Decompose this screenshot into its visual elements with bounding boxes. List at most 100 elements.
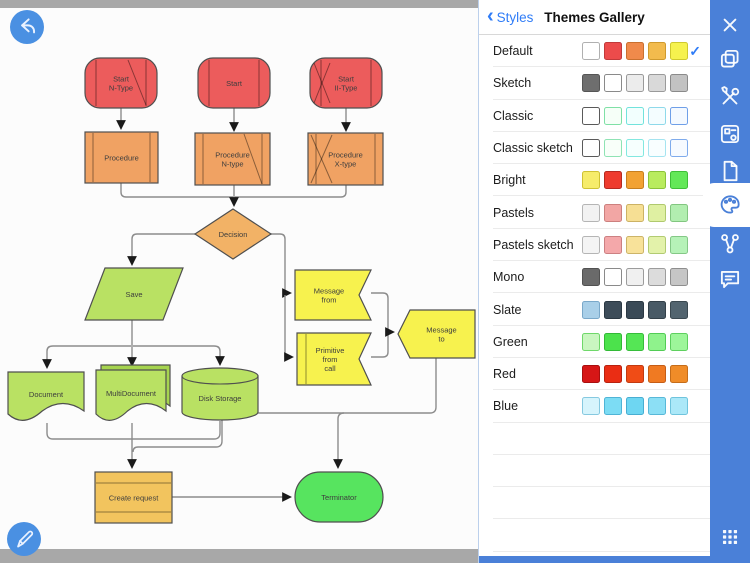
right-toolbar bbox=[703, 0, 750, 563]
theme-row-pastels[interactable]: Pastels bbox=[479, 196, 710, 230]
panel-title: Themes Gallery bbox=[544, 9, 645, 25]
draw-tool-button[interactable] bbox=[7, 522, 41, 556]
page-button[interactable] bbox=[717, 158, 743, 184]
node-decision[interactable]: Decision bbox=[193, 208, 273, 260]
color-swatch bbox=[670, 235, 688, 254]
theme-name: Pastels sketch bbox=[493, 237, 574, 252]
canvas-top-bar bbox=[0, 0, 478, 8]
duplicate-button[interactable] bbox=[717, 46, 743, 72]
theme-row-sketch[interactable]: Sketch bbox=[479, 67, 710, 100]
tools-button[interactable] bbox=[717, 84, 743, 110]
node-save[interactable]: Save bbox=[84, 267, 184, 321]
empty-row bbox=[479, 519, 710, 553]
color-swatch bbox=[626, 74, 644, 93]
theme-row-slate[interactable]: Slate bbox=[479, 293, 710, 326]
color-swatch bbox=[582, 171, 600, 190]
color-swatch bbox=[604, 365, 622, 384]
node-multidocument[interactable]: MultiDocument bbox=[95, 364, 171, 421]
connector bbox=[371, 292, 389, 330]
theme-row-blue[interactable]: Blue bbox=[479, 390, 710, 423]
grid-button[interactable] bbox=[717, 524, 743, 550]
theme-row-classic-sketch[interactable]: Classic sketch bbox=[479, 132, 710, 165]
node-procedure[interactable]: Procedure bbox=[84, 131, 159, 184]
color-swatch bbox=[582, 332, 600, 351]
duplicate-icon bbox=[720, 49, 739, 68]
node-disk-storage[interactable]: Disk Storage bbox=[181, 367, 259, 421]
theme-row-bright[interactable]: Bright bbox=[479, 164, 710, 197]
color-swatch bbox=[582, 42, 600, 61]
theme-row-red[interactable]: Red bbox=[479, 358, 710, 391]
svg-text:Save: Save bbox=[125, 290, 142, 299]
color-swatch bbox=[626, 139, 644, 158]
undo-button[interactable] bbox=[10, 10, 44, 44]
color-swatch bbox=[604, 332, 622, 351]
color-swatch bbox=[604, 235, 622, 254]
color-swatch bbox=[648, 171, 666, 190]
canvas-bottom-bar bbox=[0, 549, 478, 563]
color-swatch bbox=[604, 203, 622, 222]
color-swatch bbox=[648, 203, 666, 222]
theme-name: Classic bbox=[493, 108, 534, 123]
node-create-request[interactable]: Create request bbox=[94, 471, 173, 524]
connections-button[interactable] bbox=[717, 231, 743, 257]
chevron-left-icon: ‹ bbox=[487, 4, 494, 27]
theme-row-green[interactable]: Green bbox=[479, 326, 710, 359]
theme-row-default[interactable]: Default✓ bbox=[479, 35, 710, 68]
panel-bottom-strip bbox=[479, 556, 710, 563]
connector bbox=[42, 345, 131, 369]
color-swatch bbox=[604, 171, 622, 190]
grid-icon bbox=[722, 529, 738, 545]
active-tool-tab bbox=[703, 183, 750, 227]
color-swatch bbox=[582, 397, 600, 416]
connector bbox=[235, 185, 347, 198]
connector bbox=[127, 233, 195, 266]
theme-name: Blue bbox=[493, 399, 519, 414]
node-start[interactable]: Start bbox=[197, 57, 271, 109]
color-swatch bbox=[604, 300, 622, 319]
color-swatch bbox=[670, 268, 688, 287]
svg-text:Disk Storage: Disk Storage bbox=[199, 394, 242, 403]
theme-swatches bbox=[582, 74, 688, 93]
stencils-button[interactable] bbox=[717, 121, 743, 147]
color-swatch bbox=[582, 365, 600, 384]
themes-icon bbox=[720, 195, 740, 214]
back-to-styles-button[interactable]: ‹ Styles bbox=[487, 4, 533, 27]
color-swatch bbox=[626, 365, 644, 384]
comments-icon bbox=[720, 271, 740, 289]
node-terminator[interactable]: Terminator bbox=[294, 471, 384, 523]
panel-header: ‹ Styles Themes Gallery bbox=[479, 0, 710, 35]
theme-row-mono[interactable]: Mono bbox=[479, 261, 710, 294]
comments-button[interactable] bbox=[717, 266, 743, 292]
themes-button[interactable] bbox=[717, 192, 743, 218]
close-button[interactable] bbox=[717, 12, 743, 38]
svg-text:Start: Start bbox=[226, 79, 243, 88]
empty-row bbox=[479, 487, 710, 520]
theme-row-classic[interactable]: Classic bbox=[479, 100, 710, 133]
connector bbox=[120, 183, 233, 198]
theme-name: Classic sketch bbox=[493, 141, 573, 156]
color-swatch bbox=[604, 42, 622, 61]
node-document[interactable]: Document bbox=[7, 371, 85, 421]
check-icon: ✓ bbox=[689, 42, 701, 59]
color-swatch bbox=[670, 42, 688, 61]
theme-swatches bbox=[582, 268, 688, 287]
color-swatch bbox=[582, 235, 600, 254]
color-swatch bbox=[648, 106, 666, 125]
theme-swatches bbox=[582, 42, 688, 61]
theme-row-pastels-sketch[interactable]: Pastels sketch bbox=[479, 229, 710, 262]
theme-name: Green bbox=[493, 334, 528, 349]
